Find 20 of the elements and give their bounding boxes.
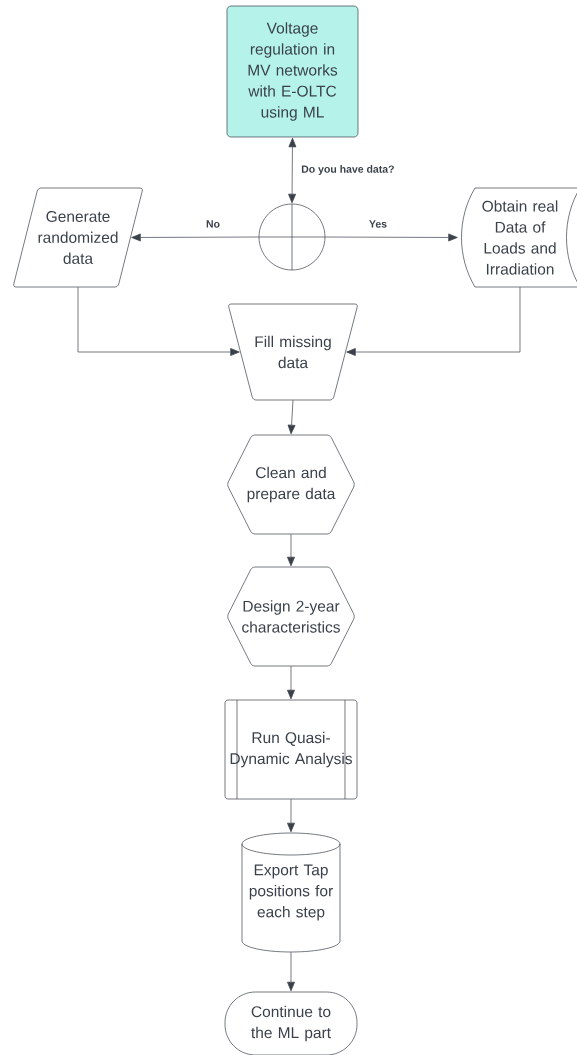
preparation-hexagon: Clean and prepare data xyxy=(227,434,355,535)
data-parallelogram: Generate randomized data xyxy=(13,187,143,288)
arrow xyxy=(287,399,296,435)
edge-label: No xyxy=(205,219,221,229)
arrow xyxy=(324,233,458,242)
process-box: Run Quasi-Dynamic Analysis xyxy=(224,699,358,800)
edge-label: Yes xyxy=(367,219,389,229)
arrow xyxy=(131,233,260,242)
arrow xyxy=(346,286,521,356)
arrow xyxy=(287,533,295,567)
database-cylinder: Export Tap positions for each step xyxy=(241,832,341,953)
arrow xyxy=(287,798,295,833)
arrow xyxy=(77,286,240,356)
arrow xyxy=(287,951,295,992)
manual-operation-trapezoid: Fill missing data xyxy=(228,303,358,401)
arrow xyxy=(287,665,295,700)
start-box: Voltage regulation in MV networks with E-OLTC using ML xyxy=(226,5,359,138)
preparation-hexagon: Design 2-year characteristics xyxy=(227,566,355,667)
arrow xyxy=(288,137,297,204)
edge-label: Do you have data? xyxy=(300,164,396,176)
